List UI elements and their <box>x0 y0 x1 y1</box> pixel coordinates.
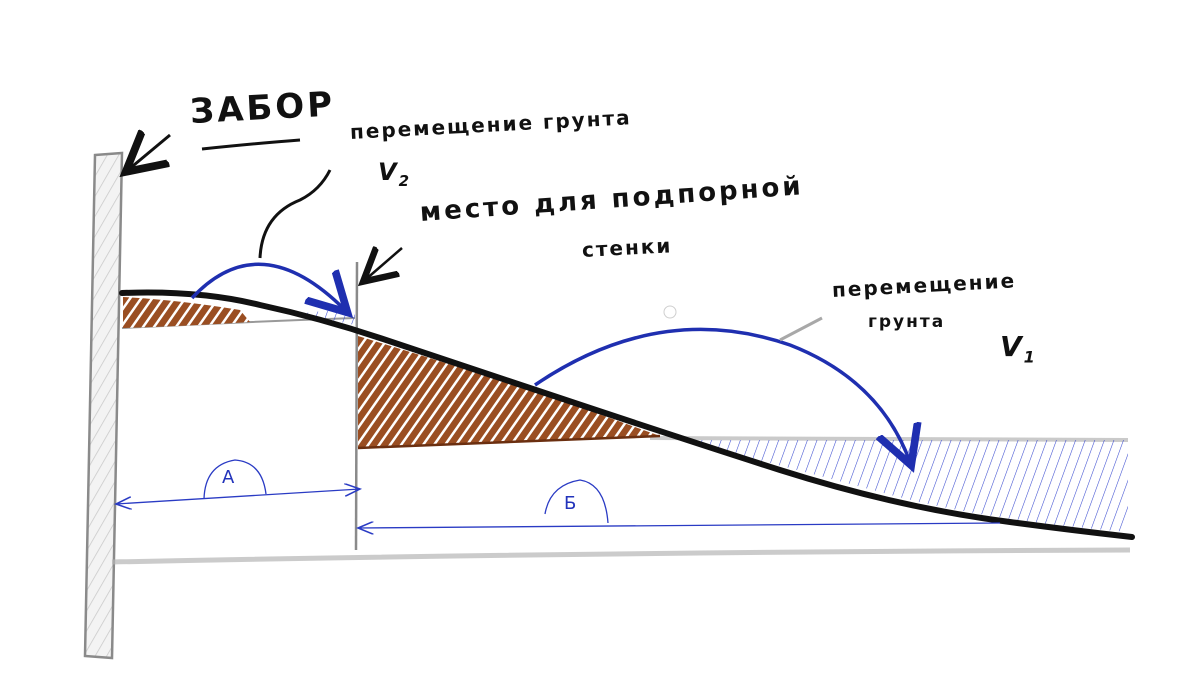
dimension-a-label: А <box>222 467 235 488</box>
cut-bottom-line <box>357 434 661 450</box>
leader-v2 <box>258 169 332 259</box>
arrow-v1 <box>534 327 910 462</box>
fence-label: ЗАБОР <box>188 84 337 132</box>
terrain-profile-line <box>119 289 1135 540</box>
retaining-wall-line <box>354 261 359 551</box>
leader-v1 <box>779 316 823 342</box>
arrow-v2 <box>190 262 345 310</box>
lower-cut-area <box>358 336 660 448</box>
soil-move-v1-symbol: V1 <box>1000 330 1037 367</box>
upper-cut-area <box>123 297 250 328</box>
soil-move-v1-label-line2: грунта <box>868 312 946 332</box>
fence-pointer-arrow <box>128 135 171 170</box>
ground-base-line <box>111 547 1131 565</box>
fence <box>83 151 124 660</box>
fence-label-underline <box>201 138 301 151</box>
fill-top-line <box>649 436 1129 442</box>
dimension-b-label: Б <box>564 493 577 514</box>
soil-move-v2-symbol: V2 <box>378 158 412 190</box>
lower-fill-area <box>680 440 1128 532</box>
dim-a-bubble <box>203 459 267 500</box>
dim-b-bubble <box>544 479 609 524</box>
wall-place-label-line2: стенки <box>581 233 673 262</box>
dim-line-a <box>116 489 360 504</box>
dim-line-b <box>358 523 1001 528</box>
pencil-dot <box>663 305 677 319</box>
wall-pointer-arrow <box>365 248 403 280</box>
